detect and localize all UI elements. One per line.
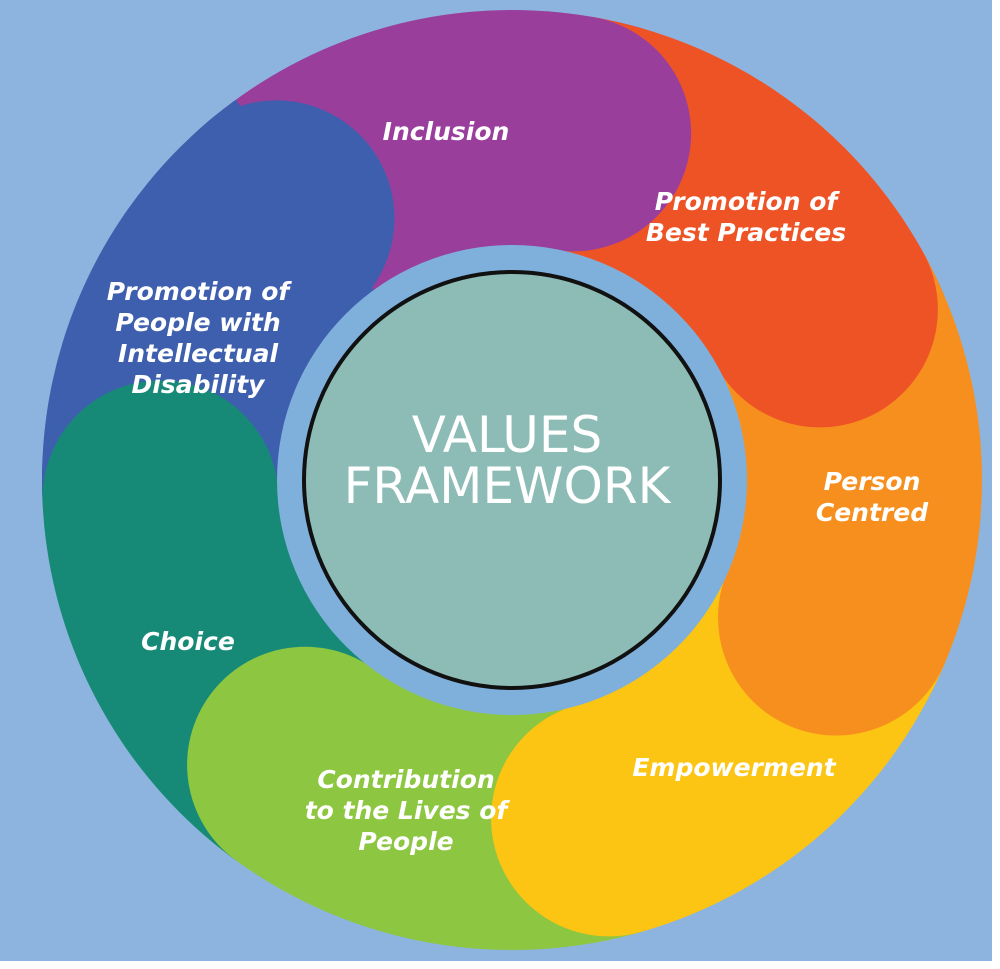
segment-promotion-people xyxy=(42,10,512,605)
label-promotion-people: Intellectual xyxy=(118,339,279,368)
label-contribution: Contribution xyxy=(317,765,494,794)
label-promotion-people: People with xyxy=(115,308,280,337)
label-contribution: People xyxy=(358,827,453,856)
label-inclusion: Inclusion xyxy=(383,117,510,146)
label-choice: Choice xyxy=(141,627,235,656)
label-promotion-people: Promotion of xyxy=(107,277,293,306)
segment-cap-best-practices xyxy=(701,191,938,428)
label-person-centred: Centred xyxy=(816,498,929,527)
segment-cap-contribution xyxy=(187,646,424,883)
label-person-centred: Person xyxy=(824,467,921,496)
segment-cap-person-centred xyxy=(718,499,955,736)
segment-cap-empowerment xyxy=(491,700,728,937)
center-circle xyxy=(302,270,722,690)
segment-cap-promotion-people xyxy=(158,100,395,337)
label-best-practices: Best Practices xyxy=(646,218,846,247)
label-promotion-people: Disability xyxy=(132,370,267,399)
segment-cap-choice xyxy=(42,380,279,617)
label-best-practices: Promotion of xyxy=(655,187,841,216)
center-title-line2: FRAMEWORK xyxy=(344,457,672,515)
label-empowerment: Empowerment xyxy=(632,753,836,782)
segment-cap-inclusion xyxy=(455,15,692,252)
label-contribution: to the Lives of xyxy=(305,796,511,825)
center-title-line1: VALUES xyxy=(412,406,603,464)
